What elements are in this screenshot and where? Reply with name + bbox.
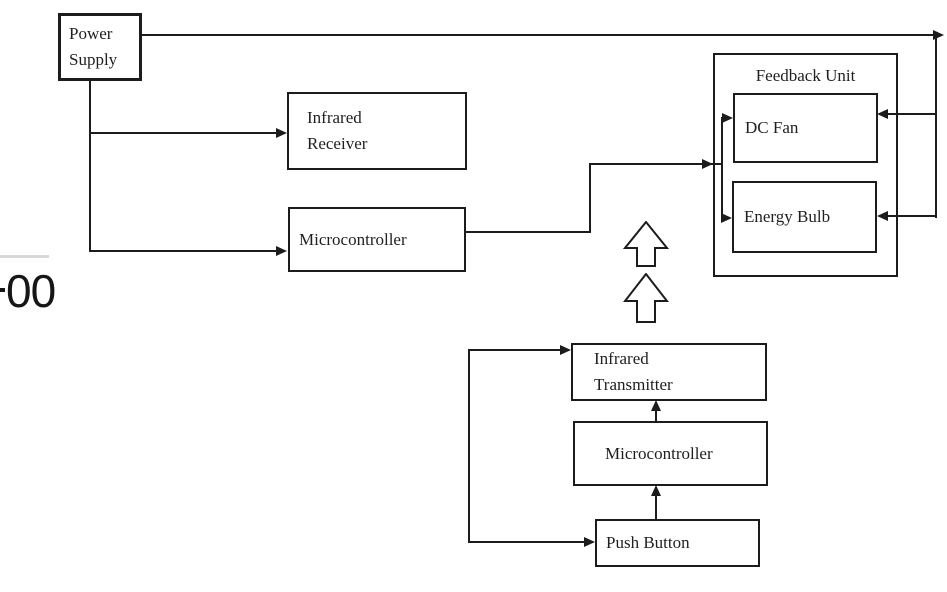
power-supply-label-line2: Supply (69, 50, 118, 69)
connector-mcu2-to-irtransmitter (655, 410, 657, 422)
dc-fan-box: DC Fan (733, 93, 878, 163)
left-margin-number: 00 (6, 265, 56, 317)
arrowhead-into-dcfan-left-icon (722, 113, 733, 123)
arrowhead-into-energybulb-right-icon (877, 211, 888, 221)
infrared-receiver-label-line1: Infrared (307, 108, 362, 127)
connector-power-top-line (141, 34, 935, 36)
cut-digit-stub (0, 288, 5, 292)
microcontroller-transmitter-box: Microcontroller (573, 421, 768, 486)
infrared-transmitter-box: Infrared Transmitter (571, 343, 767, 401)
push-button-label: Push Button (606, 533, 690, 552)
arrowhead-into-energybulb-left-icon (721, 213, 732, 223)
connector-rail-to-dcfan (886, 113, 935, 115)
arrowhead-into-mcu2-bottom-icon (651, 485, 661, 496)
arrowhead-into-irreceiver-icon (276, 128, 287, 138)
connector-power-to-irreceiver (89, 132, 279, 134)
arrowhead-into-microcontroller-icon (276, 246, 287, 256)
infrared-transmitter-label-line2: Transmitter (594, 375, 673, 394)
power-supply-box: Power Supply (58, 13, 142, 81)
energy-bulb-label: Energy Bulb (744, 207, 831, 226)
connector-power-down-line (89, 81, 91, 252)
power-supply-label-line1: Power (69, 24, 113, 43)
push-button-box: Push Button (595, 519, 760, 567)
infrared-receiver-box: Infrared Receiver (287, 92, 467, 170)
connector-feedback-inner-vertical (721, 117, 723, 220)
connector-loop-to-pushbutton (468, 541, 584, 543)
connector-power-to-microcontroller (89, 250, 279, 252)
arrowhead-into-pushbutton-icon (584, 537, 595, 547)
connector-pushbutton-to-mcu2 (655, 495, 657, 520)
arrowhead-power-top-icon (933, 30, 944, 40)
connector-mcu-to-feedback (589, 163, 722, 165)
connector-right-rail (935, 36, 937, 218)
microcontroller-transmitter-label: Microcontroller (605, 443, 713, 463)
connector-loop-to-irtransmitter (468, 349, 562, 351)
microcontroller-receiver-label: Microcontroller (299, 229, 407, 249)
connector-loop-vertical (468, 349, 470, 543)
left-margin-divider (0, 255, 49, 258)
connector-mcu-out-horizontal (466, 231, 591, 233)
connector-rail-to-energybulb (886, 215, 935, 217)
arrowhead-into-irtransmitter-icon (560, 345, 571, 355)
arrowhead-into-feedback-icon (702, 159, 713, 169)
connector-mcu-out-vertical (589, 163, 591, 233)
arrowhead-into-dcfan-right-icon (877, 109, 888, 119)
ir-signal-arrow-up-icon (623, 273, 669, 323)
energy-bulb-box: Energy Bulb (732, 181, 877, 253)
microcontroller-receiver-box: Microcontroller (288, 207, 466, 272)
infrared-receiver-label-line2: Receiver (307, 134, 368, 153)
feedback-unit-title: Feedback Unit (755, 66, 856, 85)
dc-fan-label: DC Fan (745, 118, 799, 137)
arrowhead-into-irtransmitter-bottom-icon (651, 400, 661, 411)
infrared-transmitter-label-line1: Infrared (594, 349, 649, 368)
ir-signal-arrow-up-icon (623, 221, 669, 267)
